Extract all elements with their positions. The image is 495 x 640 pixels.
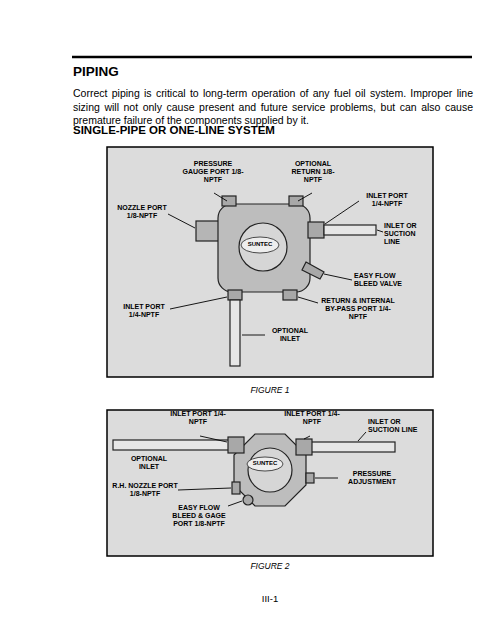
body-paragraph: Correct piping is critical to long-term … — [73, 87, 473, 128]
callout-label: INLET PORT 1/4-NPTF — [166, 410, 230, 426]
callout-label: EASY FLOW BLEED VALVE — [354, 272, 404, 288]
callout-label: PRESSURE ADJUSTMENT — [340, 470, 404, 486]
page-number: III-1 — [107, 594, 433, 605]
callout-label: RETURN & INTERNAL BY-PASS PORT 1/4-NPTF — [320, 297, 396, 321]
figure-frame — [107, 410, 433, 556]
figure-caption: FIGURE 2 — [107, 562, 433, 572]
logo-text: SUNTEC — [242, 241, 278, 248]
page-title: PIPING — [73, 64, 119, 80]
pump-figure-2 — [113, 434, 395, 506]
figure-caption: FIGURE 1 — [107, 386, 433, 396]
callout-label: OPTIONAL INLET — [267, 327, 313, 343]
callout-label: INLET PORT 1/4-NPTF — [280, 410, 344, 426]
callout-label: INLET OR SUCTION LINE — [368, 418, 418, 434]
callout-label: INLET OR SUCTION LINE — [384, 222, 430, 246]
callout-label: R.H. NOZZLE PORT 1/8-NPTF — [112, 482, 178, 498]
callout-label: NOZZLE PORT 1/8-NPTF — [116, 204, 168, 220]
callout-label: PRESSURE GAUGE PORT 1/8-NPTF — [182, 160, 244, 184]
callout-label: OPTIONAL INLET — [126, 455, 172, 471]
pump-figure-1 — [196, 196, 376, 366]
callout-label: INLET PORT 1/4-NPTF — [361, 192, 413, 208]
leader-lines — [178, 432, 366, 506]
callout-label: INLET PORT 1/4-NPTF — [118, 303, 170, 319]
callout-label: OPTIONAL RETURN 1/8-NPTF — [284, 160, 342, 184]
top-rule — [72, 56, 472, 59]
logo-text: SUNTEC — [248, 460, 282, 467]
callout-label: EASY FLOW BLEED & GAGE PORT 1/8-NPTF — [170, 504, 228, 528]
figure-frame — [107, 147, 433, 377]
section-heading: SINGLE-PIPE OR ONE-LINE SYSTEM — [73, 124, 473, 137]
